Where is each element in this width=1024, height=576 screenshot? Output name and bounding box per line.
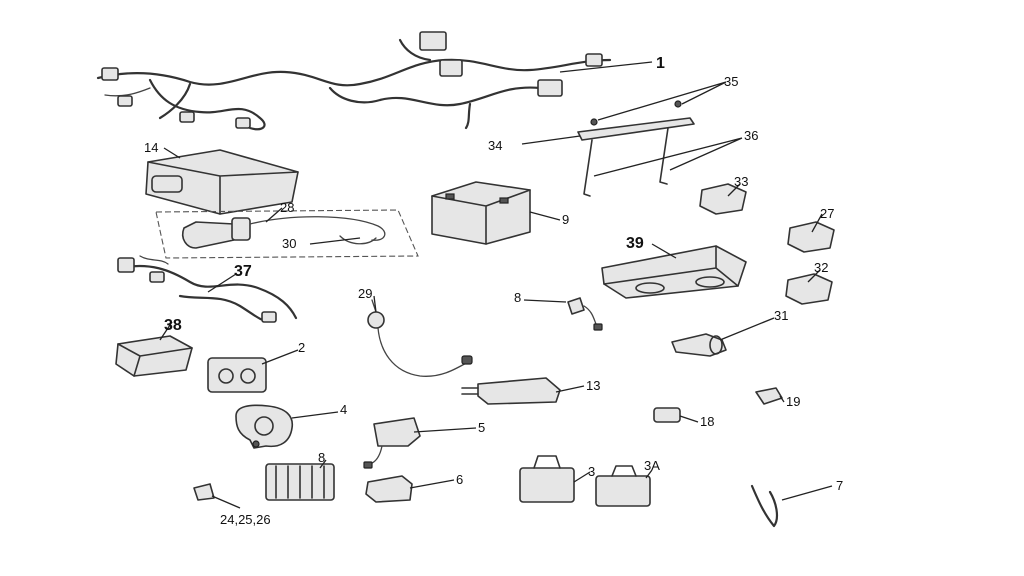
callout-37: 37 <box>234 263 252 280</box>
callout-4: 4 <box>340 402 347 417</box>
callout-39: 39 <box>626 235 644 252</box>
control-unit-box <box>145 149 299 215</box>
callout-38: 38 <box>164 317 182 334</box>
callout-14: 14 <box>144 140 158 155</box>
callout-33: 33 <box>734 174 748 189</box>
connector-18 <box>653 407 681 423</box>
battery-bracket-assembly <box>577 100 695 197</box>
connectors-24-25-26 <box>193 483 215 501</box>
relay-3a <box>595 465 651 507</box>
main-wiring-harness <box>96 31 612 131</box>
callout-3a: 3A <box>644 458 660 473</box>
callout-19: 19 <box>786 394 800 409</box>
callout-32: 32 <box>814 260 828 275</box>
sub-harness <box>117 255 298 323</box>
callout-31: 31 <box>774 308 788 323</box>
fuse-box <box>601 245 747 299</box>
sensor-29 <box>367 299 473 377</box>
ignition-coil <box>207 357 267 393</box>
callout-3: 3 <box>588 464 595 479</box>
callout-30: 30 <box>282 236 296 251</box>
sensor-8-upper <box>567 297 603 331</box>
pickup-4 <box>235 404 294 449</box>
callout-35: 35 <box>724 74 738 89</box>
callout-8-lower: 8 <box>318 450 325 465</box>
relay-33 <box>699 183 747 215</box>
sensor-31 <box>671 333 727 357</box>
callout-34: 34 <box>488 138 502 153</box>
relay-27 <box>787 221 835 253</box>
flasher-relay <box>115 335 193 377</box>
relay-32 <box>785 273 833 305</box>
component-13 <box>461 377 561 405</box>
callout-29: 29 <box>358 286 372 301</box>
battery <box>431 181 531 245</box>
callout-5: 5 <box>478 420 485 435</box>
callout-labels: 1 35 34 36 14 9 33 28 30 27 39 37 32 29 … <box>144 55 843 527</box>
callout-18: 18 <box>700 414 714 429</box>
callout-7: 7 <box>836 478 843 493</box>
callout-2: 2 <box>298 340 305 355</box>
callout-36: 36 <box>744 128 758 143</box>
callout-8-upper: 8 <box>514 290 521 305</box>
callout-28: 28 <box>280 200 294 215</box>
callout-9: 9 <box>562 212 569 227</box>
callout-1: 1 <box>656 55 665 72</box>
callout-24-25-26: 24,25,26 <box>220 512 271 527</box>
relay-3 <box>519 455 575 503</box>
callout-27: 27 <box>820 206 834 221</box>
starter-group <box>155 209 419 259</box>
module-6 <box>365 475 413 503</box>
regulator-5 <box>363 417 421 469</box>
rectifier-8-lower <box>265 463 335 501</box>
connector-19 <box>755 387 783 405</box>
spark-plug-cable-7 <box>750 484 779 528</box>
leader-lines <box>159 61 833 509</box>
callout-6: 6 <box>456 472 463 487</box>
callout-13: 13 <box>586 378 600 393</box>
